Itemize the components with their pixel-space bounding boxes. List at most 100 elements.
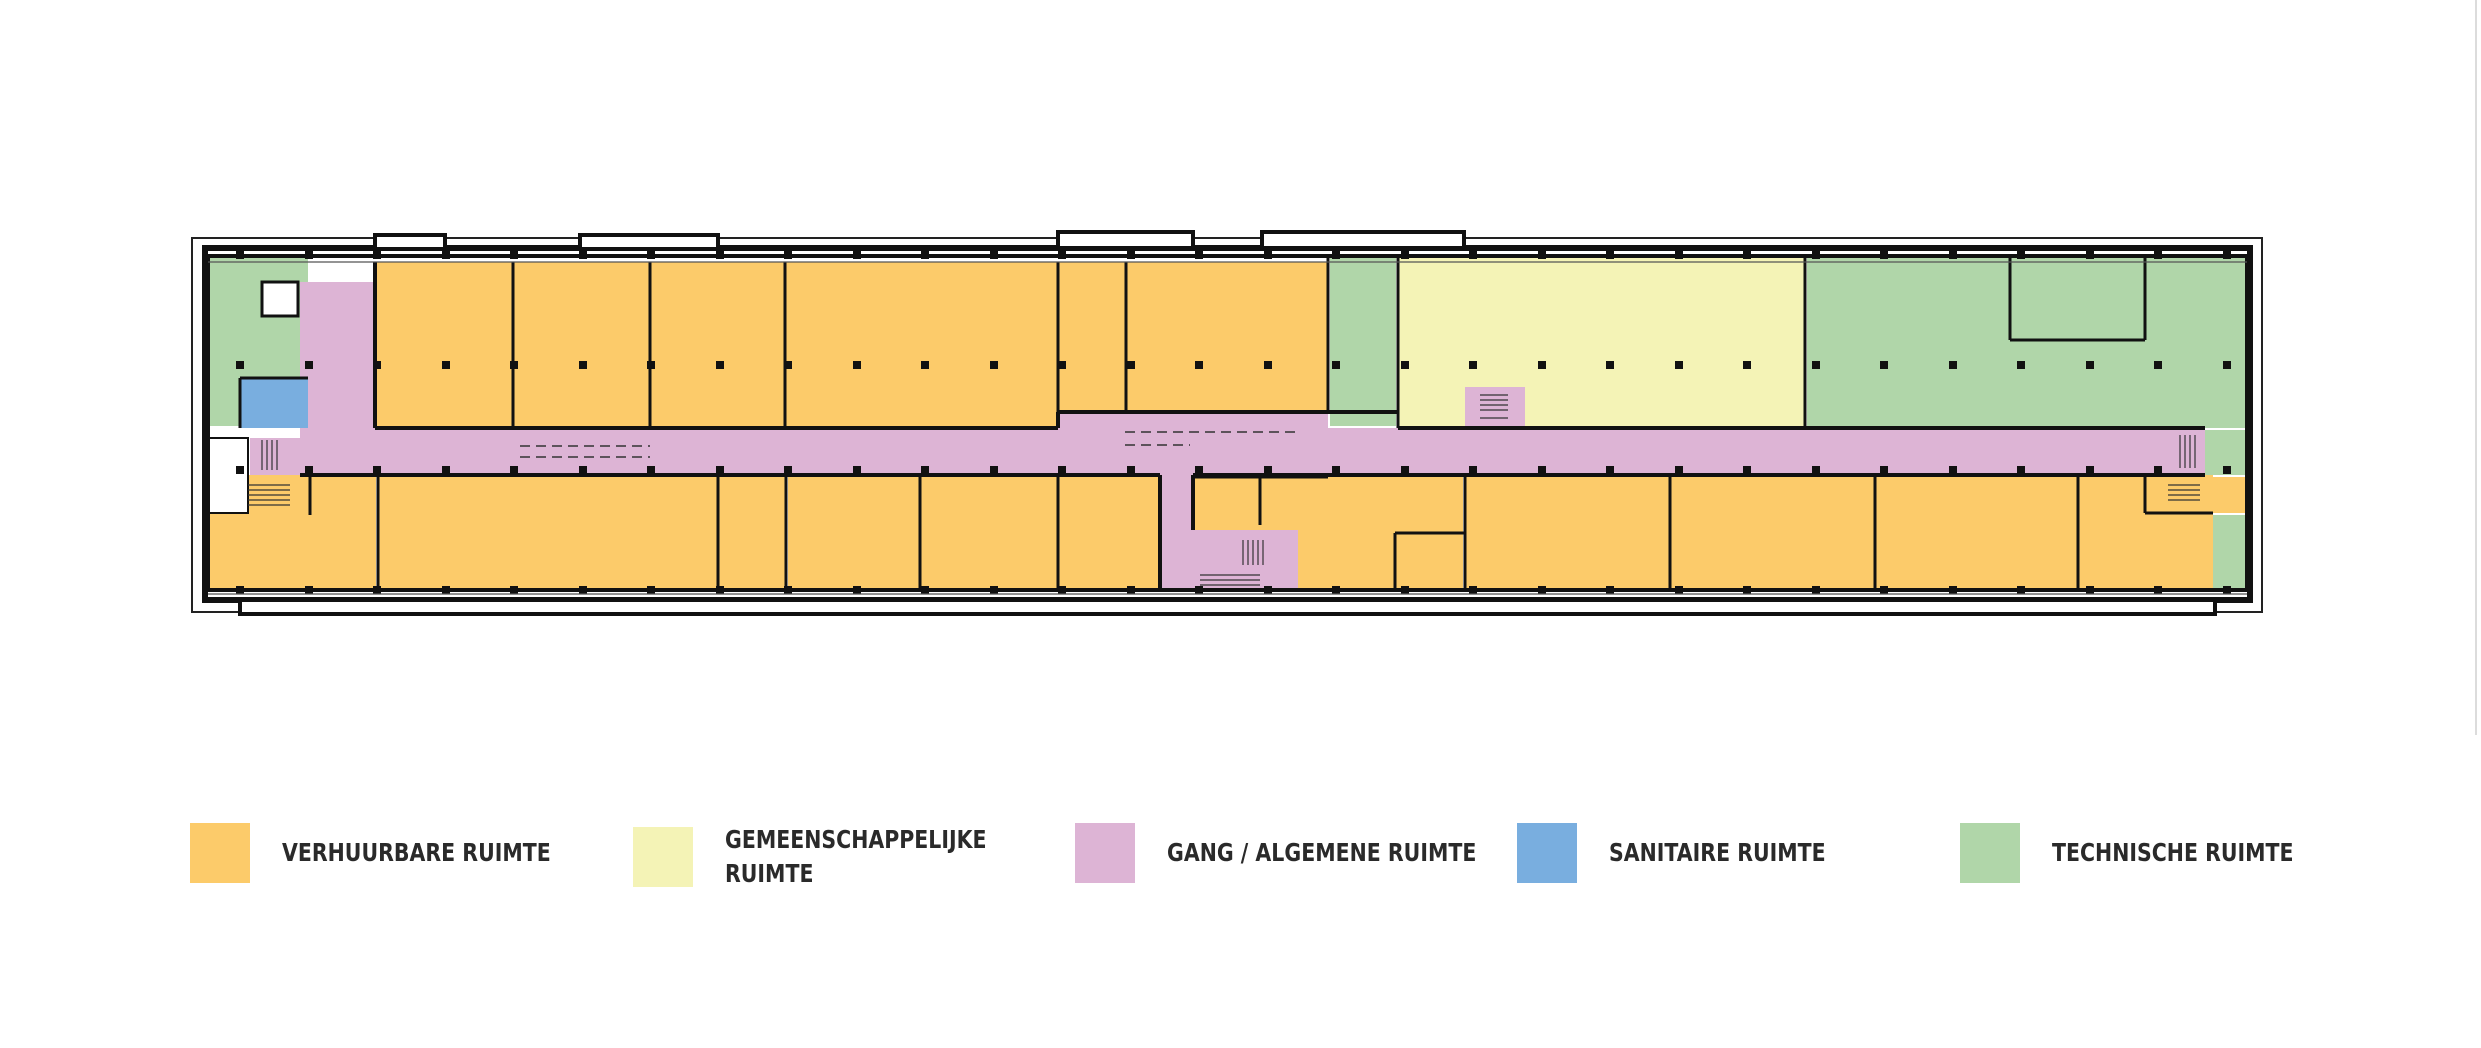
column [510,251,518,259]
glazing [208,261,2247,595]
column [1880,361,1888,369]
legend-item-verhuurbaar: VERHUURBARE RUIMTE [190,823,610,883]
column [373,466,381,474]
zone-gang [250,282,2205,590]
columns [236,251,2231,594]
column [990,361,998,369]
column [1332,466,1340,474]
column [1058,251,1066,259]
column [2086,251,2094,259]
column [2154,586,2162,594]
column [305,251,313,259]
column [1675,251,1683,259]
room-sanitair-1 [240,378,308,428]
corridor-west-spine [300,282,375,428]
column [1401,361,1409,369]
column [784,361,792,369]
room-verhuur-5 [1058,262,1126,412]
room-technisch-2 [1330,256,1396,426]
legend-label-line: GANG / ALGEMENE RUIMTE [1167,838,1477,867]
stair-hall-far-east [2160,430,2205,475]
room-verhuur-12 [920,475,1058,590]
walls [206,254,2249,592]
column [1195,361,1203,369]
swatch-verhuurbaar [190,823,250,883]
column [784,586,792,594]
column [716,586,724,594]
column [1127,251,1135,259]
zone-sanitair [240,378,308,428]
column [2223,361,2231,369]
room-verhuur-11 [788,475,920,590]
room-verhuur-10 [718,475,786,590]
swatch-technisch [1960,823,2020,883]
column [1264,251,1272,259]
column [647,361,655,369]
room-verhuur-8 [310,475,376,515]
column [2154,361,2162,369]
legend-item-gang: GANG / ALGEMENE RUIMTE [1075,823,1544,883]
column [716,251,724,259]
stair-center-hall [1160,530,1298,590]
column [1264,361,1272,369]
swatch-gemeenschappelijk [633,827,693,887]
room-verhuur-6 [1126,262,1328,412]
room-gemeenschappelijk-1 [1398,256,1805,428]
column [1538,466,1546,474]
zone-gemeenschappelijk [1398,256,1805,428]
legend-item-sanitair: SANITAIRE RUIMTE [1517,823,1873,883]
column [442,586,450,594]
column [1469,466,1477,474]
column [647,586,655,594]
column [853,466,861,474]
column [921,586,929,594]
column [305,586,313,594]
zone-verhuurbaar [208,262,2247,590]
column [990,466,998,474]
room-verhuur-3 [650,262,785,428]
room-verhuur-4 [785,262,1058,428]
legend-label-line: VERHUURBARE RUIMTE [282,838,551,867]
column [1949,466,1957,474]
column [853,361,861,369]
column [2223,251,2231,259]
column [442,361,450,369]
column [716,466,724,474]
column [1880,586,1888,594]
room-technisch-3 [1807,256,2247,428]
room-verhuur-2 [513,262,650,428]
facade-bays [238,230,2217,616]
column [990,586,998,594]
room-technisch-5 [2213,515,2247,590]
column [853,586,861,594]
column [990,251,998,259]
column [510,361,518,369]
column [1538,586,1546,594]
page-edge-line [2475,0,2477,735]
column [921,251,929,259]
legend-label-line: RUIMTE [725,859,814,888]
room-verhuur-15 [1465,475,1670,590]
column [784,251,792,259]
column [373,251,381,259]
column [2154,466,2162,474]
column [510,466,518,474]
column [1401,466,1409,474]
column [2223,586,2231,594]
column [1332,586,1340,594]
column [1812,251,1820,259]
legend-item-gemeenschappelijk: GEMEENSCHAPPELIJKE RUIMTE [633,823,1044,891]
legend-label-gang: GANG / ALGEMENE RUIMTE [1167,836,1476,870]
column [1675,586,1683,594]
zone-technisch [208,256,2247,590]
column [1195,586,1203,594]
column [236,586,244,594]
column [1675,361,1683,369]
column [1469,251,1477,259]
stair-void-west [207,437,249,514]
column [1743,251,1751,259]
stair-far-east [2168,435,2200,501]
stair-hall-east [1465,387,1525,428]
legend-item-technisch: TECHNISCHE RUIMTE [1960,823,2347,883]
